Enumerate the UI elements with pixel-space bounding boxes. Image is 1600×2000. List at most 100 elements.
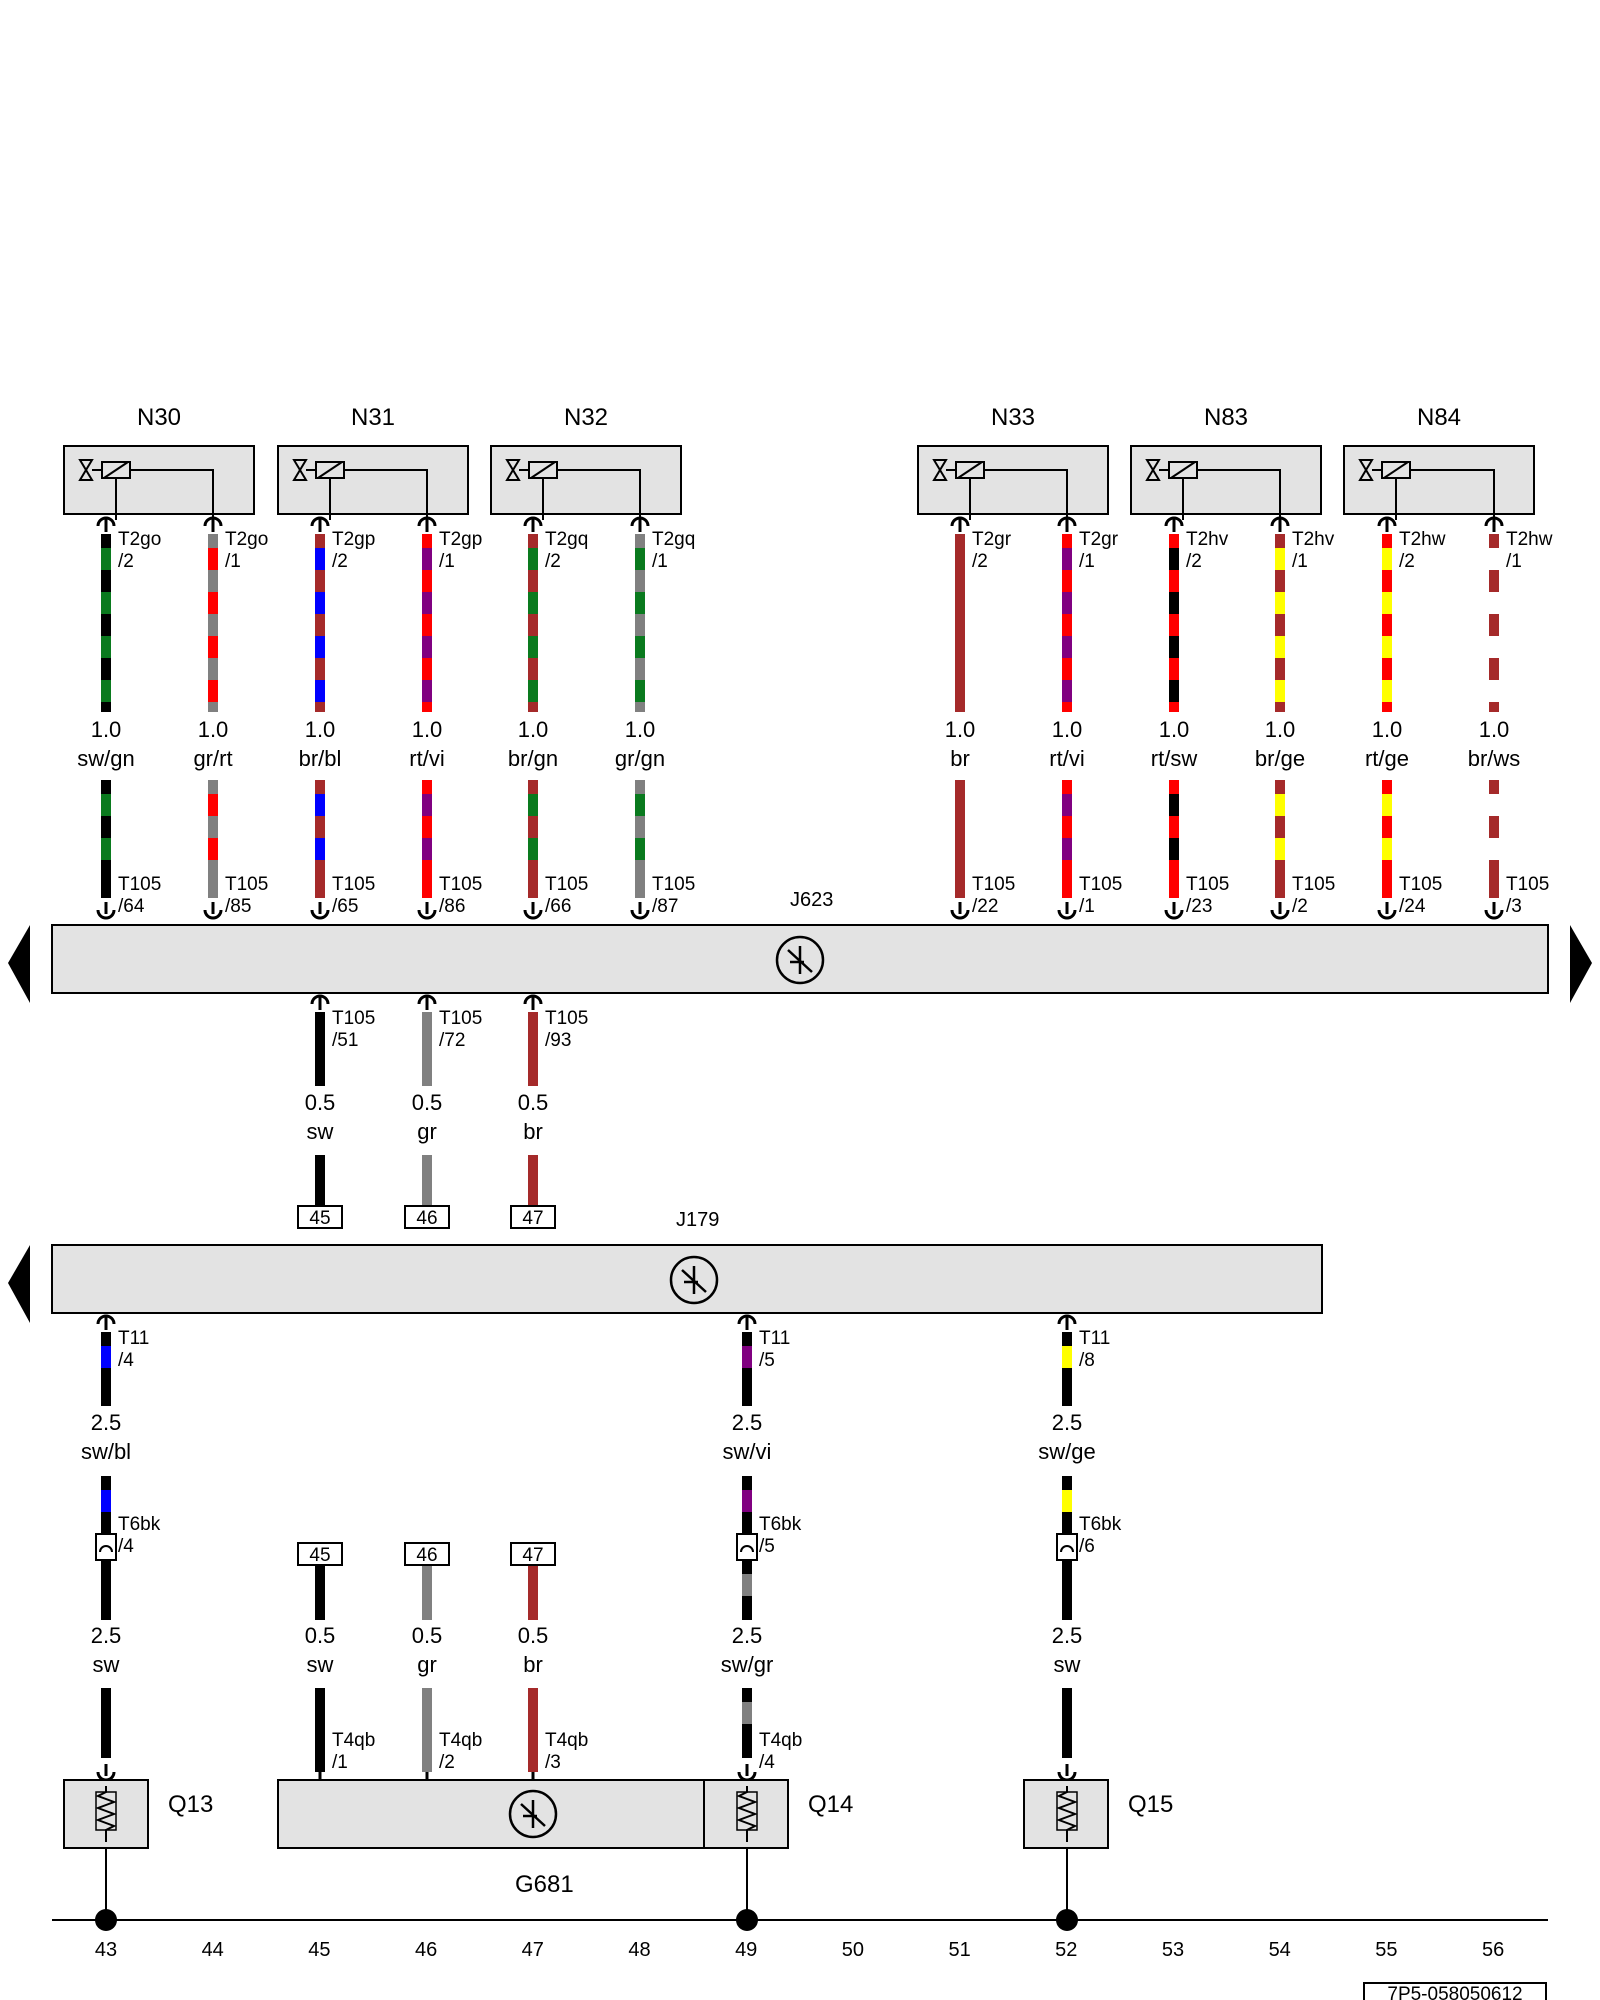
glow-wire-0-top	[101, 1332, 111, 1406]
upper-wire-7-top-stripe	[1062, 592, 1072, 614]
j623-terminal-6	[950, 909, 970, 920]
j623-pin-9-pin-number: /2	[1292, 896, 1308, 917]
glow-wire-1-top-stripe	[742, 1346, 752, 1368]
upper-wire-1-top-stripe	[208, 548, 218, 570]
upper-wire-2-bottom-stripe	[315, 794, 325, 816]
upper-wire-10-size: 1.0	[1372, 717, 1403, 742]
upper-wire-4-bottom-stripe	[528, 838, 538, 860]
sensor-wire-1-color: gr	[417, 1652, 437, 1677]
sensor-ref-box-2	[510, 1542, 556, 1566]
coil-diagonal	[1383, 461, 1409, 479]
component-layer	[8, 445, 1592, 2000]
sensor-ref-box-1-number: 46	[416, 1545, 437, 1566]
glow-plug-body-icon	[95, 1791, 117, 1831]
valve-N31-label: N31	[351, 404, 395, 431]
j623-pin-1-pin-number: /85	[225, 896, 251, 917]
j623-pin-7-pin: T105	[1079, 874, 1122, 895]
track-number-47: 47	[522, 1939, 544, 1961]
upper-wire-0-top-stripe	[101, 680, 111, 702]
upper-wire-2-top-stripe	[315, 636, 325, 658]
upper-wire-0-bottom-stripe	[101, 838, 111, 860]
upper-wire-6-size: 1.0	[945, 717, 976, 742]
j623-pin-0-pin: T105	[118, 874, 161, 895]
upper-wire-3-top-stripe	[422, 592, 432, 614]
heating-element-icon	[1056, 1786, 1078, 1842]
g681-pin-1-pin: T4qb	[439, 1730, 482, 1751]
upper-wire-0-color: sw/gn	[77, 746, 134, 771]
upper-wire-4-top-stripe	[528, 636, 538, 658]
sensor-g681	[277, 1779, 705, 1849]
upper-wire-5-top	[635, 534, 645, 712]
j623-pin-6-pin: T105	[972, 874, 1015, 895]
upper-wire-7-size: 1.0	[1052, 717, 1083, 742]
j623-lower-pin-2-pin-number: /93	[545, 1030, 571, 1051]
upper-wire-0-top-stripe	[101, 592, 111, 614]
upper-wire-3-bottom-stripe	[422, 838, 432, 860]
valve-N84-right-pin: T2hw	[1506, 529, 1553, 550]
upper-wire-3-size: 1.0	[412, 717, 443, 742]
upper-wire-9-top-stripe	[1275, 548, 1285, 570]
upper-wire-0-bottom-stripe	[101, 794, 111, 816]
mid-wire-2-bottom	[528, 1155, 538, 1205]
upper-wire-10-top-stripe	[1382, 592, 1392, 614]
sensor-ref-box-1	[404, 1542, 450, 1566]
upper-wire-11-top-stripe	[1489, 636, 1499, 658]
label-layer: N30T2go/2T2go/1N31T2gp/2T2gp/1N32T2gq/2T…	[77, 404, 1552, 2000]
solenoid-valve-icon	[505, 459, 521, 481]
upper-wire-11-bottom-stripe	[1489, 794, 1499, 816]
upper-wire-0-size: 1.0	[91, 717, 122, 742]
j179-pin-1-pin-number: /5	[759, 1350, 775, 1371]
upper-wire-2-bottom-stripe	[315, 838, 325, 860]
upper-wire-9-top	[1275, 534, 1285, 712]
valve-N30-left-pin: T2go	[118, 529, 161, 550]
upper-wire-4-top-stripe	[528, 548, 538, 570]
j623-pin-3-pin-number: /86	[439, 896, 465, 917]
j623-terminal-11	[1484, 909, 1504, 920]
glow-wire-2-bottom	[1062, 1688, 1072, 1758]
valve-N32-right-pin: T2gq	[652, 529, 695, 550]
ground-junction-2	[1056, 1909, 1078, 1931]
j623-pin-4-pin-number: /66	[545, 896, 571, 917]
glow-wire-2-mid-stripe	[1062, 1490, 1072, 1512]
solenoid-valve-icon	[932, 459, 948, 481]
valve-internal-line	[344, 469, 428, 520]
sensor-wire-0-size: 0.5	[305, 1623, 336, 1648]
valve-N30-left-pin-number: /2	[118, 551, 134, 572]
glow-wire-0-color: sw/bl	[81, 1439, 131, 1464]
upper-wire-3-top	[422, 534, 432, 712]
upper-wire-9-size: 1.0	[1265, 717, 1296, 742]
mid-wire-2-top	[528, 1012, 538, 1086]
upper-wire-9-top-stripe	[1275, 636, 1285, 658]
document-reference: 7P5-058050612	[1387, 1984, 1522, 2000]
g681-pin-0-pin: T4qb	[332, 1730, 375, 1751]
sensor-wire-2-size: 0.5	[518, 1623, 549, 1648]
upper-wire-11-top	[1489, 534, 1499, 712]
j179-label: J179	[676, 1209, 719, 1231]
upper-wire-10-top-stripe	[1382, 680, 1392, 702]
upper-wire-5-color: gr/gn	[615, 746, 665, 771]
valve-N32-left-pin-number: /2	[545, 551, 561, 572]
upper-wire-8-top-stripe	[1169, 680, 1179, 702]
valve-N33	[917, 445, 1109, 515]
upper-wire-7-top-stripe	[1062, 680, 1072, 702]
solenoid-valve-icon	[292, 459, 308, 481]
upper-wire-10-top	[1382, 534, 1392, 712]
upper-wire-11-top-stripe	[1489, 592, 1499, 614]
upper-wire-7-bottom-stripe	[1062, 794, 1072, 816]
upper-wire-1-top	[208, 534, 218, 712]
doc-ref-box	[1363, 1982, 1547, 2000]
mid-wire-1-top	[422, 1012, 432, 1086]
upper-wire-7-top-stripe	[1062, 636, 1072, 658]
upper-wire-1-bottom-stripe	[208, 794, 218, 816]
j623-lower-pin-0-pin: T105	[332, 1008, 375, 1029]
j179-pin-0-pin: T11	[118, 1328, 149, 1349]
j623-pin-11-pin: T105	[1506, 874, 1549, 895]
upper-wire-8-size: 1.0	[1159, 717, 1190, 742]
j623-terminal-4	[523, 909, 543, 920]
track-number-55: 55	[1375, 1939, 1397, 1961]
q15-label: Q15	[1128, 1791, 1173, 1818]
coil-diagonal	[957, 461, 983, 479]
sensor-ref-box-0-number: 45	[309, 1545, 330, 1566]
upper-wire-5-top-stripe	[635, 636, 645, 658]
valve-N31-left-pin: T2gp	[332, 529, 375, 550]
